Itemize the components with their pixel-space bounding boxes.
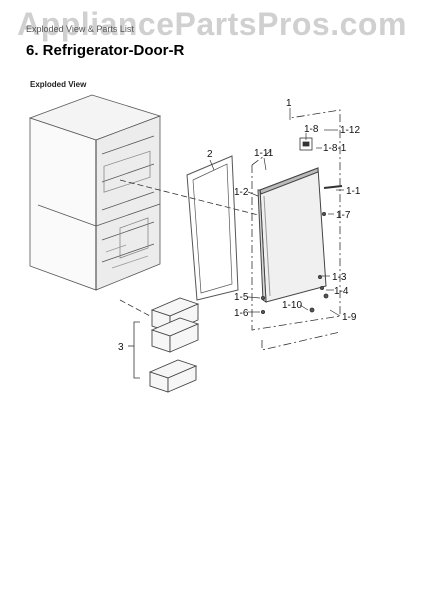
subheading: Exploded View & Parts List	[26, 24, 134, 34]
callout-1: 1	[286, 98, 292, 109]
callout-2: 2	[207, 149, 213, 160]
callout-1-9: 1-9	[342, 312, 357, 323]
watermark: AppliancePartsPros.com	[17, 6, 407, 42]
callout-1-7: 1-7	[336, 210, 351, 221]
refrigerator-cabinet	[28, 94, 162, 291]
callout-1-6: 1-6	[234, 308, 249, 319]
callout-1-4: 1-4	[334, 286, 349, 297]
door-hardware	[260, 137, 343, 314]
callout-1-10: 1-10	[282, 300, 302, 311]
callout-1-5: 1-5	[234, 292, 249, 303]
callout-1-2: 1-2	[234, 187, 249, 198]
callout-3: 3	[118, 342, 124, 353]
section-label: Exploded View	[30, 80, 87, 89]
door-bins	[148, 297, 200, 393]
callout-1-12: 1-12	[340, 125, 360, 136]
callout-1-11: 1-11	[254, 148, 274, 159]
page-title: 6. Refrigerator-Door-R	[26, 42, 185, 59]
callout-1-1: 1-1	[346, 186, 361, 197]
door-gasket	[186, 155, 239, 301]
callout-1-8: 1-8	[304, 124, 319, 135]
callout-1-8-1: 1-8-1	[323, 143, 347, 154]
callout-1-3: 1-3	[332, 272, 347, 283]
refrigerator-door	[257, 167, 327, 303]
